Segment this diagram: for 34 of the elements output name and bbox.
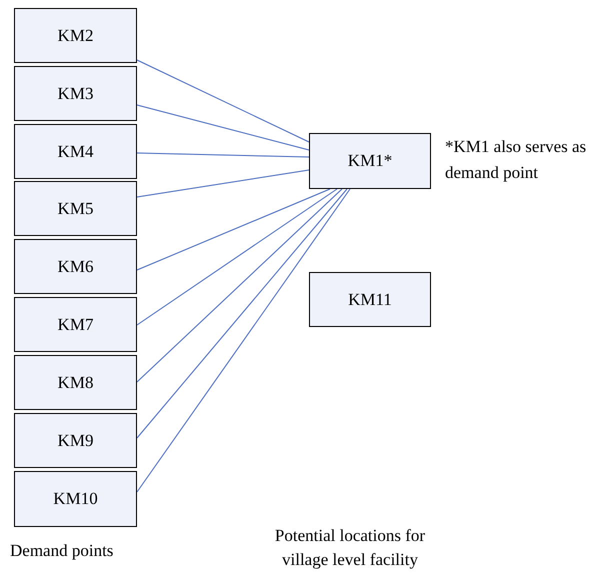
location-box <box>14 8 137 63</box>
location-box <box>14 124 137 179</box>
box-label: KM11 <box>348 288 392 311</box>
connector-line <box>136 152 310 158</box>
box-label: KM9 <box>58 430 94 452</box>
location-box <box>14 355 137 410</box>
box-label: KM8 <box>58 372 94 394</box>
connector-line <box>136 104 310 150</box>
footnote: *KM1 also serves as demand point <box>445 136 588 184</box>
location-box <box>14 181 137 236</box>
location-box <box>14 471 137 527</box>
connector-line <box>136 188 342 382</box>
box-label: KM7 <box>58 314 94 336</box>
location-box <box>14 297 137 352</box>
box-label: KM2 <box>58 24 94 47</box>
location-box <box>309 272 431 327</box>
connector-line <box>136 188 350 492</box>
box-label: KM4 <box>58 140 94 163</box>
location-box <box>14 239 137 294</box>
box-label: KM6 <box>58 256 94 278</box>
location-box <box>14 413 137 468</box>
connector-line <box>136 170 310 198</box>
box-label: KM3 <box>58 82 94 105</box>
group-caption: Demand points <box>10 540 114 562</box>
connector-line <box>136 188 330 270</box>
group-caption: Potential locations for village level facility <box>274 525 426 571</box>
box-label: KM10 <box>53 488 98 510</box>
box-label: KM5 <box>58 198 94 220</box>
connector-line <box>136 188 338 326</box>
connector-line <box>136 60 310 142</box>
location-box <box>309 133 431 189</box>
location-box <box>14 66 137 121</box>
connector-line <box>136 188 348 438</box>
box-label: KM1* <box>348 150 392 172</box>
